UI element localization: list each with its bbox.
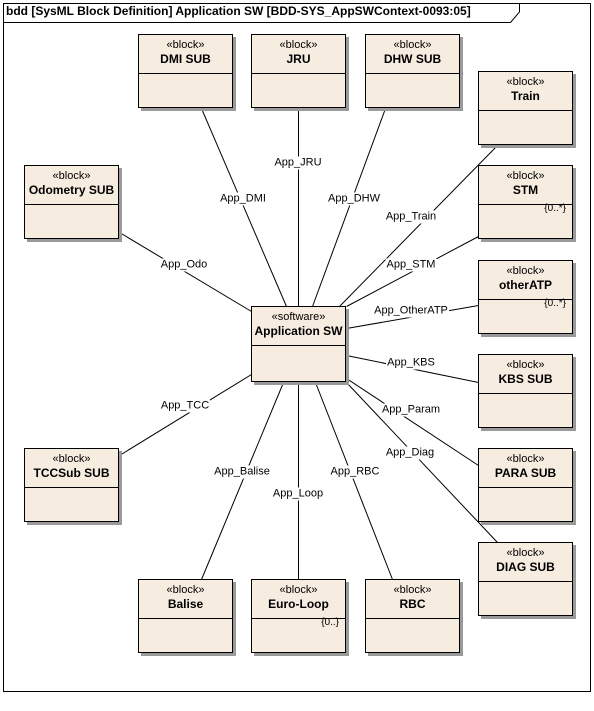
block-stereotype: «block» bbox=[506, 265, 545, 277]
block-stereotype: «block» bbox=[506, 547, 545, 559]
jru-block[interactable]: «block» JRU bbox=[251, 34, 346, 108]
association-line-dmi[interactable] bbox=[201, 108, 287, 307]
block-multiplicity: {0..} bbox=[321, 617, 339, 628]
block-divider bbox=[366, 618, 459, 619]
block-stereotype: «block» bbox=[506, 359, 545, 371]
block-multiplicity: {0..*} bbox=[544, 298, 566, 309]
block-name: STM bbox=[512, 183, 539, 197]
association-label-param: App_Param bbox=[380, 403, 442, 417]
diag-sub-block[interactable]: «block» DIAG SUB bbox=[478, 542, 573, 616]
association-label-other-atp: App_OtherATP bbox=[373, 304, 449, 318]
block-name: DHW SUB bbox=[383, 52, 442, 66]
block-stereotype: «block» bbox=[506, 453, 545, 465]
block-name: JRU bbox=[286, 52, 311, 66]
block-multiplicity: {0..*} bbox=[544, 203, 566, 214]
association-label-kbs: App_KBS bbox=[386, 356, 436, 370]
block-stereotype: «block» bbox=[393, 39, 432, 51]
kbs-sub-block[interactable]: «block» KBS SUB bbox=[478, 354, 573, 428]
association-label-dmi: App_DMI bbox=[219, 192, 267, 206]
block-stereotype: «block» bbox=[52, 453, 91, 465]
block-name: RBC bbox=[399, 597, 426, 611]
block-divider bbox=[366, 73, 459, 74]
association-label-train: App_Train bbox=[384, 210, 438, 224]
block-name: KBS SUB bbox=[498, 372, 553, 386]
association-line-balise[interactable] bbox=[201, 382, 284, 580]
frame-title-tab bbox=[3, 3, 520, 23]
association-label-dhw: App_DHW bbox=[327, 192, 381, 206]
block-name: Balise bbox=[167, 597, 204, 611]
block-stereotype: «block» bbox=[393, 584, 432, 596]
block-divider bbox=[252, 618, 345, 619]
association-label-loop: App_Loop bbox=[271, 487, 325, 501]
euro-loop-block[interactable]: «block» Euro-Loop {0..} bbox=[251, 579, 346, 653]
block-stereotype: «block» bbox=[166, 584, 205, 596]
block-stereotype: «block» bbox=[506, 170, 545, 182]
block-name: DMI SUB bbox=[160, 52, 211, 66]
stm-block[interactable]: «block» STM {0..*} bbox=[478, 165, 573, 239]
association-line-odo[interactable] bbox=[119, 232, 252, 312]
block-stereotype: «software» bbox=[271, 311, 326, 323]
association-line-tcc[interactable] bbox=[119, 374, 252, 456]
block-divider bbox=[252, 345, 345, 346]
frame-title: bdd [SysML Block Definition] Application… bbox=[6, 4, 471, 18]
application-sw-block[interactable]: «software» Application SW bbox=[251, 306, 346, 382]
odometry-sub-block[interactable]: «block» Odometry SUB bbox=[24, 165, 119, 239]
association-label-rbc: App_RBC bbox=[329, 465, 381, 479]
association-label-diag: App_Diag bbox=[384, 446, 436, 460]
block-divider bbox=[139, 73, 232, 74]
block-name: Application SW bbox=[254, 324, 343, 338]
association-label-jru: App_JRU bbox=[273, 156, 323, 170]
block-name: Odometry SUB bbox=[28, 183, 115, 197]
dhw-sub-block[interactable]: «block» DHW SUB bbox=[365, 34, 460, 108]
balise-block[interactable]: «block» Balise bbox=[138, 579, 233, 653]
block-stereotype: «block» bbox=[279, 39, 318, 51]
block-divider bbox=[139, 618, 232, 619]
block-stereotype: «block» bbox=[279, 584, 318, 596]
block-divider bbox=[479, 487, 572, 488]
block-divider bbox=[479, 581, 572, 582]
association-line-stm[interactable] bbox=[346, 236, 479, 307]
association-line-dhw[interactable] bbox=[312, 108, 386, 307]
association-line-rbc[interactable] bbox=[315, 382, 393, 580]
block-name: Euro-Loop bbox=[268, 597, 329, 611]
association-line-para[interactable] bbox=[346, 378, 479, 466]
block-divider bbox=[25, 204, 118, 205]
block-divider bbox=[479, 110, 572, 111]
block-name: DIAG SUB bbox=[496, 560, 555, 574]
block-name: otherATP bbox=[498, 278, 553, 292]
association-label-odo: App_Odo bbox=[159, 258, 209, 272]
association-line-train[interactable] bbox=[339, 145, 498, 307]
block-name: Train bbox=[511, 89, 540, 103]
other-atp-block[interactable]: «block» otherATP {0..*} bbox=[478, 260, 573, 334]
block-divider bbox=[25, 487, 118, 488]
block-divider bbox=[252, 73, 345, 74]
frame-border bbox=[3, 3, 591, 692]
block-stereotype: «block» bbox=[52, 170, 91, 182]
block-divider bbox=[479, 204, 572, 205]
block-name: TCCSub SUB bbox=[33, 466, 110, 480]
block-divider bbox=[479, 299, 572, 300]
dmi-sub-block[interactable]: «block» DMI SUB bbox=[138, 34, 233, 108]
tccsub-sub-block[interactable]: «block» TCCSub SUB bbox=[24, 448, 119, 522]
block-stereotype: «block» bbox=[166, 39, 205, 51]
association-label-stm: App_STM bbox=[385, 258, 437, 272]
association-label-balise: App_Balise bbox=[213, 465, 271, 479]
para-sub-block[interactable]: «block» PARA SUB bbox=[478, 448, 573, 522]
association-label-tcc: App_TCC bbox=[159, 399, 211, 413]
association-line-diag[interactable] bbox=[346, 382, 498, 543]
block-stereotype: «block» bbox=[506, 76, 545, 88]
train-block[interactable]: «block» Train bbox=[478, 71, 573, 145]
rbc-block[interactable]: «block» RBC bbox=[365, 579, 460, 653]
block-name: PARA SUB bbox=[494, 466, 557, 480]
block-divider bbox=[479, 393, 572, 394]
